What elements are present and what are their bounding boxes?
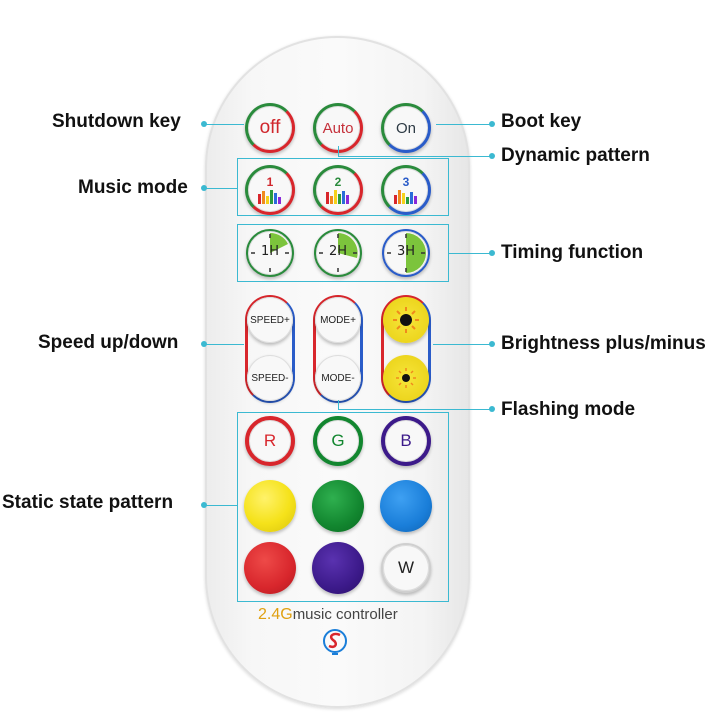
flashing-dot <box>489 406 495 412</box>
brand-prefix: 2.4G <box>258 606 293 623</box>
timer-2h-button[interactable]: 2H <box>314 229 362 277</box>
timing-function-label: Timing function <box>501 242 644 263</box>
blue-label: B <box>400 431 412 450</box>
blue-button[interactable]: B <box>381 416 431 466</box>
brightness-up-button[interactable] <box>383 297 429 343</box>
green-button[interactable]: G <box>313 416 363 466</box>
equalizer-icon <box>326 189 349 204</box>
music-leader <box>204 188 237 189</box>
dynamic-leader <box>338 156 492 157</box>
brightness-leader <box>433 344 492 345</box>
speed-dot <box>201 341 207 347</box>
yellow-button[interactable] <box>244 480 296 532</box>
speed-pill <box>245 295 295 403</box>
off-label: off <box>259 117 281 138</box>
mode-down-label: MODE- <box>321 372 355 384</box>
sun-icon <box>393 307 419 333</box>
music-dot <box>201 185 207 191</box>
music-mode-box <box>237 158 449 216</box>
brightness-down-button[interactable] <box>383 355 429 401</box>
music-mode-2-button[interactable]: 2 <box>313 165 363 215</box>
timer-2h-label: 2H <box>328 244 348 259</box>
boot-leader <box>436 124 492 125</box>
equalizer-icon <box>394 189 417 204</box>
mode-down-button[interactable]: MODE- <box>315 355 361 401</box>
timer-3h-button[interactable]: 3H <box>382 229 430 277</box>
red-label: R <box>263 431 277 450</box>
flashing-mode-label: Flashing mode <box>501 399 636 420</box>
white-button[interactable]: W <box>381 543 431 593</box>
mode-up-button[interactable]: MODE+ <box>315 297 361 343</box>
speed-down-label: SPEED- <box>251 372 289 384</box>
speed-up-label: SPEED+ <box>250 314 290 326</box>
music-mode-3-button[interactable]: 3 <box>381 165 431 215</box>
timer-1h-label: 1H <box>260 244 280 259</box>
speed-label: Speed up/down <box>38 332 179 353</box>
auto-label: Auto <box>322 119 354 137</box>
purple-color-button[interactable] <box>312 542 364 594</box>
blue-color-button[interactable] <box>380 480 432 532</box>
music-mode-1-number: 1 <box>266 174 274 189</box>
dynamic-dot <box>489 153 495 159</box>
static-box <box>237 412 449 602</box>
timing-dot <box>489 250 495 256</box>
speed-up-button[interactable]: SPEED+ <box>247 297 293 343</box>
green-color-button[interactable] <box>312 480 364 532</box>
on-button[interactable]: On <box>381 103 431 153</box>
dynamic-leader-v <box>338 146 339 156</box>
music-mode-label: Music mode <box>78 177 188 198</box>
clock-icon <box>251 232 289 272</box>
timer-1h-button[interactable]: 1H <box>246 229 294 277</box>
mode-up-label: MODE+ <box>320 314 356 326</box>
brightness-label: Brightness plus/minus <box>501 333 706 354</box>
brand-line: 2.4Gmusic controller <box>258 606 398 624</box>
speed-leader <box>204 344 244 345</box>
red-color-button[interactable] <box>244 542 296 594</box>
shutdown-leader <box>204 124 244 125</box>
brightness-dot <box>489 341 495 347</box>
clock-icon <box>319 233 358 272</box>
flashing-leader-v <box>338 400 339 409</box>
shutdown-dot <box>201 121 207 127</box>
brand-suffix: music controller <box>292 606 398 623</box>
brightness-pill <box>381 295 431 403</box>
timer-3h-label: 3H <box>396 244 416 259</box>
dynamic-pattern-label: Dynamic pattern <box>501 145 650 166</box>
boot-key-label: Boot key <box>501 111 582 132</box>
timing-leader <box>449 253 492 254</box>
static-dot <box>201 502 207 508</box>
music-mode-2-number: 2 <box>334 174 342 189</box>
clock-icon <box>387 233 426 273</box>
equalizer-icon <box>258 189 281 204</box>
music-mode-3-number: 3 <box>402 174 410 189</box>
music-mode-1-button[interactable]: 1 <box>245 165 295 215</box>
static-state-label: Static state pattern <box>2 492 174 513</box>
shutdown-key-label: Shutdown key <box>52 111 181 132</box>
speed-down-button[interactable]: SPEED- <box>247 355 293 401</box>
flashing-leader <box>338 409 492 410</box>
sun-small-icon <box>396 368 416 388</box>
auto-button[interactable]: Auto <box>313 103 363 153</box>
brand-logo-icon <box>323 629 347 655</box>
green-label: G <box>331 431 345 450</box>
off-button[interactable]: off <box>245 103 295 153</box>
red-button[interactable]: R <box>245 416 295 466</box>
static-leader <box>204 505 237 506</box>
timing-box <box>237 224 449 282</box>
white-label: W <box>397 558 415 577</box>
on-label: On <box>395 119 416 137</box>
boot-dot <box>489 121 495 127</box>
